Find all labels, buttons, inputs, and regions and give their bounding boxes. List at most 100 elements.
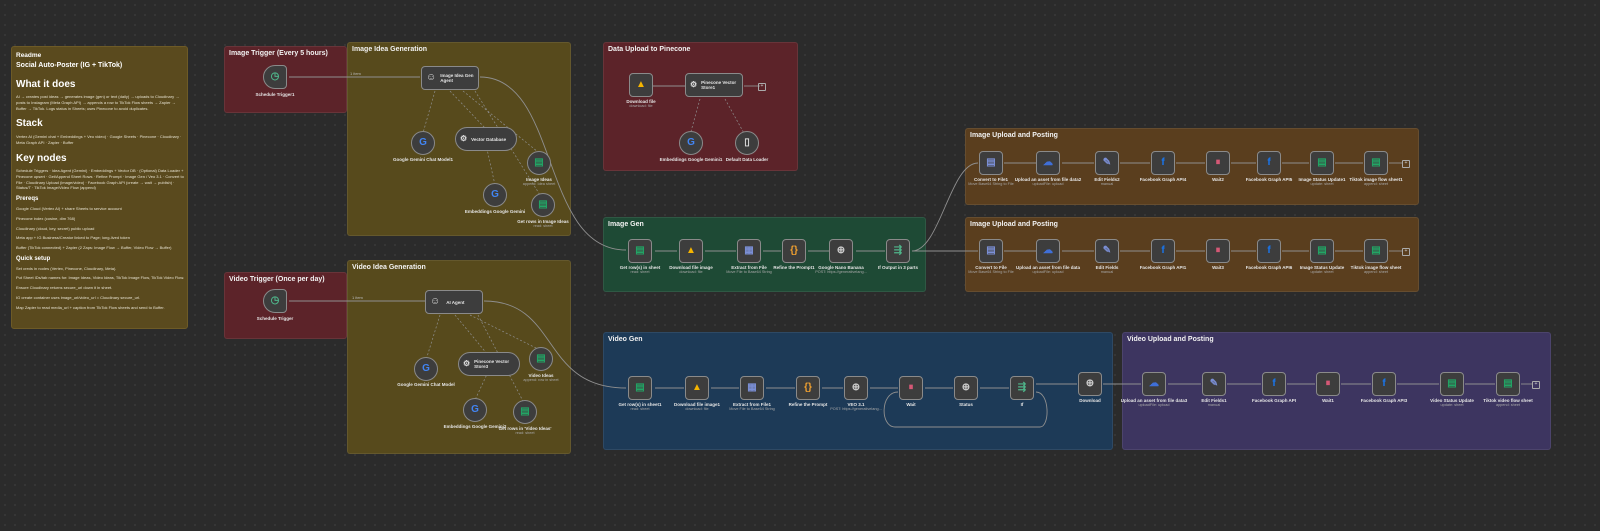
download-image1-node[interactable]: ▲ [685, 376, 709, 400]
pinecone-store3-node[interactable]: ⚙Pinecone Vector Store3 [458, 352, 520, 376]
download-file-node[interactable]: ▲ [629, 73, 653, 97]
image-status-update-node[interactable]: ▤ [1310, 239, 1334, 263]
gemini-chat1-node[interactable]: G [411, 131, 435, 155]
gear-icon: ⚙ [463, 359, 471, 368]
get-rows-sheet-node[interactable]: ▤ [628, 239, 652, 263]
wait3-label: Wait3 [1212, 265, 1224, 270]
image-status-update1-title: Image Status Update1 [1298, 177, 1346, 182]
fb-graph-api3-node[interactable]: f [1372, 372, 1396, 396]
embeddings-gemini-label: Embeddings Google Gemini [464, 209, 526, 214]
image-ideas-sub: append: Idea sheet [522, 182, 556, 187]
default-loader-label: Default Data Loader [725, 157, 769, 162]
upload-asset3-sub: uploadFile: upload [1138, 403, 1170, 408]
upload-asset3-title: Upload an asset from file data3 [1120, 398, 1188, 403]
image-ideas-node[interactable]: ▤ [527, 151, 551, 175]
pause-icon: ⏸ [908, 382, 914, 393]
ai-agent-node[interactable]: ☺AI Agent [425, 290, 483, 314]
status-label: Status [959, 402, 973, 407]
convert-file1-title: Convert to File1 [973, 177, 1008, 182]
edit-fields2-node[interactable]: ✎ [1095, 151, 1119, 175]
embeddings-gemini2-node[interactable]: G [463, 398, 487, 422]
edit-fields-node[interactable]: ✎ [1095, 239, 1119, 263]
facebook-icon: f [1382, 378, 1386, 389]
image-trigger-title: Image Trigger (Every 5 hours) [229, 50, 328, 57]
readme-note[interactable]: Readme Social Auto-Poster (IG + TikTok) … [11, 46, 188, 329]
download-node[interactable]: ⊕ [1078, 372, 1102, 396]
pinecone-store1-node[interactable]: ⚙Pinecone Vector Store1 [685, 73, 743, 97]
upload-asset-node[interactable]: ☁ [1036, 239, 1060, 263]
wait-node[interactable]: ⏸ [899, 376, 923, 400]
video-trigger-note[interactable]: Video Trigger (Once per day) [224, 272, 347, 339]
wait3-node[interactable]: ⏸ [1206, 239, 1230, 263]
image-idea-agent-node[interactable]: ☺Image Idea Gen Agent [421, 66, 479, 90]
image-post-note-1[interactable]: Image Upload and Posting [965, 128, 1419, 205]
refine-prompt1-node[interactable]: {} [782, 239, 806, 263]
refine-prompt1-label: Refine the Prompt1 [773, 265, 815, 270]
add-node-button[interactable]: + [1402, 160, 1410, 168]
google-icon: G [491, 189, 499, 200]
if-output-node[interactable]: ⇶ [886, 239, 910, 263]
convert-file-node[interactable]: ▤ [979, 239, 1003, 263]
edge-label-items2: 1 item [352, 295, 363, 300]
schedule-trigger-node[interactable]: ◷ [263, 289, 287, 313]
vector-db-node[interactable]: ⚙Vector Database [455, 127, 517, 151]
extract-file1-node[interactable]: ▦ [740, 376, 764, 400]
veo-node[interactable]: ⊕ [844, 376, 868, 400]
facebook-icon: f [1267, 245, 1271, 256]
edit-fields-sub: manual [1100, 270, 1114, 275]
readme-key-text: Schedule Triggers · Idea Agent (Gemini) … [16, 168, 184, 191]
add-node-button[interactable]: + [1532, 381, 1540, 389]
get-rows-video-node[interactable]: ▤ [513, 400, 537, 424]
status-node[interactable]: ⊕ [954, 376, 978, 400]
default-loader-node[interactable]: ▯ [735, 131, 759, 155]
add-node-button[interactable]: + [1402, 248, 1410, 256]
refine-prompt-node[interactable]: {} [796, 376, 820, 400]
add-node-button[interactable]: + [758, 83, 766, 91]
fb-graph-api6-node[interactable]: f [1257, 239, 1281, 263]
get-rows-image-node[interactable]: ▤ [531, 193, 555, 217]
upload-asset2-node[interactable]: ☁ [1036, 151, 1060, 175]
readme-prereq-1: Google Cloud (Vertex AI) + share Sheets … [16, 205, 122, 211]
refine-prompt-label: Refine the Prompt [788, 402, 828, 407]
globe-icon: ⊕ [1085, 378, 1095, 389]
nano-banana-node[interactable]: ⊕ [829, 239, 853, 263]
video-ideas-node[interactable]: ▤ [529, 347, 553, 371]
file-convert-icon: ▤ [986, 157, 996, 168]
fb-graph-api-node[interactable]: f [1262, 372, 1286, 396]
video-post-note[interactable]: Video Upload and Posting [1122, 332, 1551, 450]
convert-file1-node[interactable]: ▤ [979, 151, 1003, 175]
cloud-icon: ☁ [1043, 157, 1053, 168]
embeddings-gemini1-node[interactable]: G [679, 131, 703, 155]
video-status-update-node[interactable]: ▤ [1440, 372, 1464, 396]
extract-file-node[interactable]: ▦ [737, 239, 761, 263]
cloud-icon: ☁ [1043, 245, 1053, 256]
image-gen-note[interactable]: Image Gen [603, 217, 926, 292]
upload-asset3-node[interactable]: ☁ [1142, 372, 1166, 396]
get-rows-sheet1-node[interactable]: ▤ [628, 376, 652, 400]
embeddings-gemini-node[interactable]: G [483, 183, 507, 207]
tiktok-image-flow-sub: append: sheet [1363, 270, 1389, 275]
tiktok-video-flow-node[interactable]: ▤ [1496, 372, 1520, 396]
download-image-node[interactable]: ▲ [679, 239, 703, 263]
fb-graph-api6-label: Facebook Graph API6 [1245, 265, 1293, 270]
edit-fields1-node[interactable]: ✎ [1202, 372, 1226, 396]
if-node[interactable]: ⇶ [1010, 376, 1034, 400]
image-status-update-sub: update: sheet [1310, 270, 1334, 275]
gemini-chat-node[interactable]: G [414, 357, 438, 381]
image-status-update1-node[interactable]: ▤ [1310, 151, 1334, 175]
fb-graph-api1-node[interactable]: f [1151, 239, 1175, 263]
image-status-update1-sub: update: sheet [1310, 182, 1334, 187]
sheets-icon: ▤ [1317, 157, 1327, 168]
image-idea-agent-label: Image Idea Gen Agent [440, 73, 474, 83]
tiktok-image-flow1-node[interactable]: ▤ [1364, 151, 1388, 175]
wait1-node[interactable]: ⏸ [1316, 372, 1340, 396]
fb-graph-api5-node[interactable]: f [1257, 151, 1281, 175]
image-post-note-2[interactable]: Image Upload and Posting [965, 217, 1419, 292]
fb-graph-api4-node[interactable]: f [1151, 151, 1175, 175]
tiktok-image-flow-node[interactable]: ▤ [1364, 239, 1388, 263]
schedule-trigger1-node[interactable]: ◷ [263, 65, 287, 89]
image-post-title-1: Image Upload and Posting [970, 132, 1058, 139]
sheets-icon: ▤ [1371, 157, 1381, 168]
wait2-node[interactable]: ⏸ [1206, 151, 1230, 175]
